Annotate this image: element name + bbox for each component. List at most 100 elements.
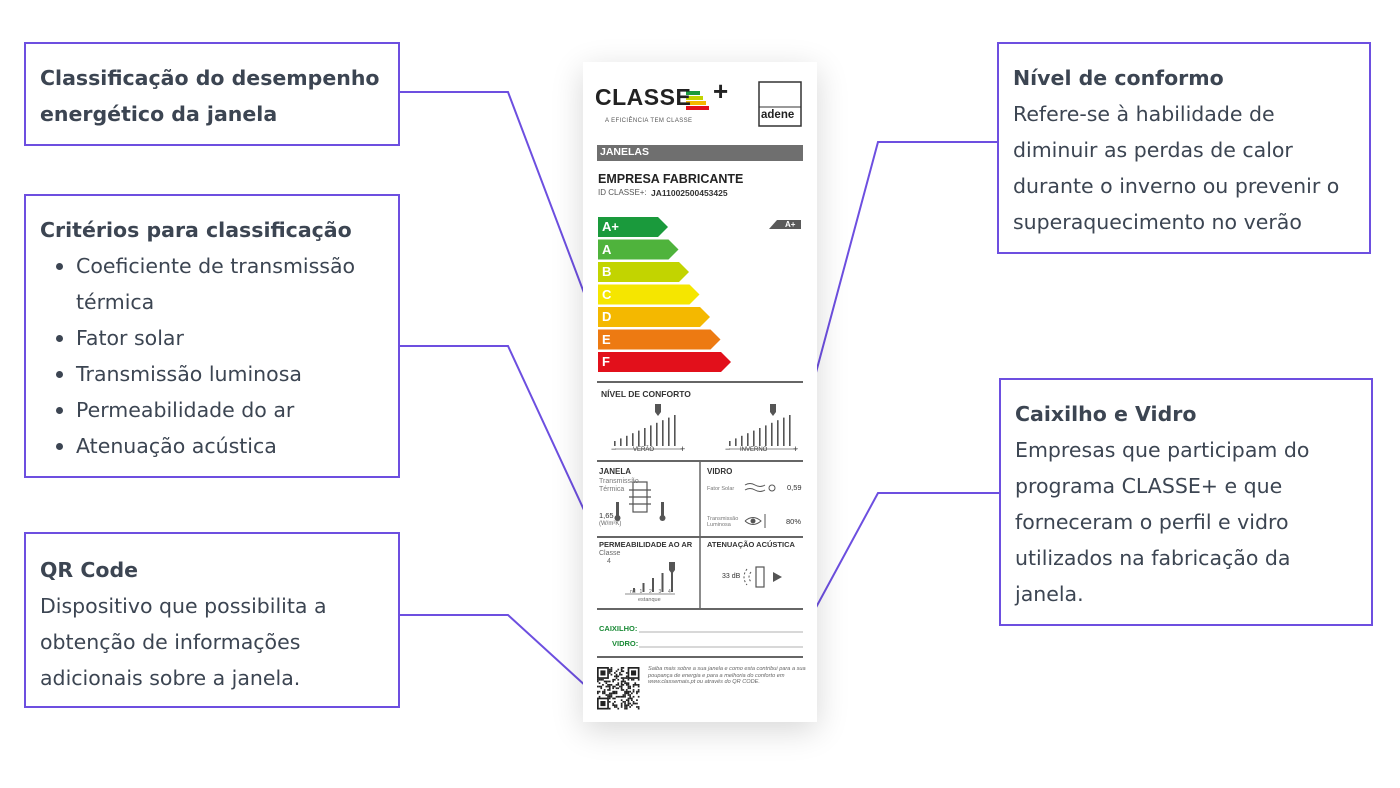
- qr-module: [627, 678, 630, 681]
- winter-plus: +: [793, 444, 799, 454]
- qr-module: [624, 701, 626, 703]
- qr-module: [598, 678, 601, 681]
- qr-module: [610, 670, 613, 673]
- qr-finder: [631, 670, 637, 676]
- scale-bar: [747, 433, 749, 446]
- section-bar: [597, 145, 803, 161]
- class-label: A: [602, 241, 612, 257]
- air-bar: [642, 583, 645, 592]
- qr-module: [627, 702, 630, 705]
- qr-module: [620, 673, 623, 676]
- qr-module: [598, 690, 601, 693]
- qr-module: [608, 692, 611, 695]
- qr-module: [615, 695, 618, 698]
- scale-bar: [735, 438, 737, 446]
- callout-classification-title: Classificação do desempenho energético d…: [40, 66, 380, 126]
- qr-module: [636, 690, 638, 693]
- callout-qr-title: QR Code: [40, 558, 139, 582]
- qr-module: [617, 682, 620, 684]
- leader-line-frame: [799, 492, 999, 638]
- scale-bar: [765, 425, 767, 446]
- qr-module: [612, 692, 614, 695]
- qr-module: [620, 695, 623, 698]
- qr-module: [629, 697, 631, 700]
- summer-label: VERÃO: [633, 447, 655, 453]
- acoustic-title: ATENUAÇÃO ACÚSTICA: [707, 540, 795, 549]
- class-arrow-D: [598, 307, 710, 327]
- light-label: Transmissão Luminosa: [707, 516, 739, 528]
- callout-criteria: Critérios para classificação Coeficiente…: [24, 194, 400, 478]
- qr-module: [627, 687, 630, 690]
- qr-module: [624, 707, 626, 710]
- qr-module: [598, 685, 601, 688]
- class-label: A+: [602, 219, 619, 234]
- logo-text: CLASSE: [595, 84, 692, 110]
- leader-line-criteria: [400, 345, 591, 524]
- air-bar: [652, 578, 654, 592]
- qr-module: [636, 684, 638, 686]
- qr-module: [598, 695, 601, 698]
- qr-module: [637, 689, 640, 691]
- qr-module: [615, 704, 618, 707]
- class-arrow-B: [598, 262, 689, 282]
- air-scale-tick: 4: [668, 589, 671, 595]
- air-class-label: Classe: [599, 550, 621, 557]
- tagline: A EFICIÊNCIA TEM CLASSE: [605, 118, 693, 124]
- winter-label: INVERNO: [740, 447, 768, 453]
- criteria-list: Coeficiente de transmissão térmica Fator…: [40, 248, 384, 464]
- qr-module: [625, 690, 628, 693]
- company-name: EMPRESA FABRICANTE: [598, 172, 744, 186]
- qr-module: [600, 685, 603, 688]
- air-scale-tick: 2: [649, 589, 652, 595]
- light-value: 80%: [786, 517, 802, 526]
- glass-field-label: VIDRO:: [612, 639, 639, 648]
- qr-module: [627, 684, 630, 686]
- qr-module: [629, 702, 631, 705]
- qr-module: [625, 706, 628, 708]
- qr-module: [624, 706, 626, 708]
- qr-module: [607, 684, 609, 686]
- qr-module: [632, 701, 635, 703]
- scale-bar: [656, 422, 658, 446]
- qr-module: [610, 694, 613, 696]
- qr-module: [629, 695, 631, 698]
- qr-module: [602, 690, 604, 693]
- qr-module: [619, 685, 621, 688]
- frame-label: CAIXILHO:: [599, 624, 638, 633]
- window-icon: [629, 481, 651, 513]
- qr-module: [602, 678, 604, 681]
- qr-module: [605, 694, 608, 696]
- qr-module: [627, 690, 630, 693]
- qr-module: [608, 684, 611, 686]
- qr-module: [625, 692, 628, 695]
- callout-criteria-title: Critérios para classificação: [40, 218, 352, 242]
- rating-marker: [769, 220, 801, 229]
- air-bars: [633, 568, 673, 592]
- qr-module: [620, 687, 623, 690]
- scale-bar: [777, 420, 779, 446]
- air-scale-tick: 3: [658, 589, 662, 595]
- qr-module: [600, 687, 603, 690]
- qr-module: [608, 694, 611, 696]
- qr-module: [620, 682, 623, 684]
- glass-title: VIDRO: [707, 467, 733, 476]
- qr-finder: [600, 701, 606, 707]
- air-bar: [671, 568, 673, 592]
- scale-bar: [650, 425, 652, 446]
- qr-module: [624, 680, 626, 683]
- qr-module: [631, 678, 633, 681]
- eye-icon: [744, 514, 766, 528]
- qr-module: [625, 704, 628, 707]
- qr-code: [597, 667, 640, 710]
- qr-module: [622, 680, 625, 683]
- qr-module: [615, 670, 618, 673]
- qr-module: [617, 668, 620, 671]
- qr-module: [624, 690, 626, 693]
- qr-module: [629, 706, 631, 708]
- comfort-title: NÍVEL DE CONFORTO: [601, 389, 691, 399]
- qr-module: [615, 690, 618, 693]
- qr-module: [627, 701, 630, 703]
- qr-module: [627, 682, 630, 684]
- qr-module: [632, 695, 635, 698]
- scale-bar: [789, 415, 791, 446]
